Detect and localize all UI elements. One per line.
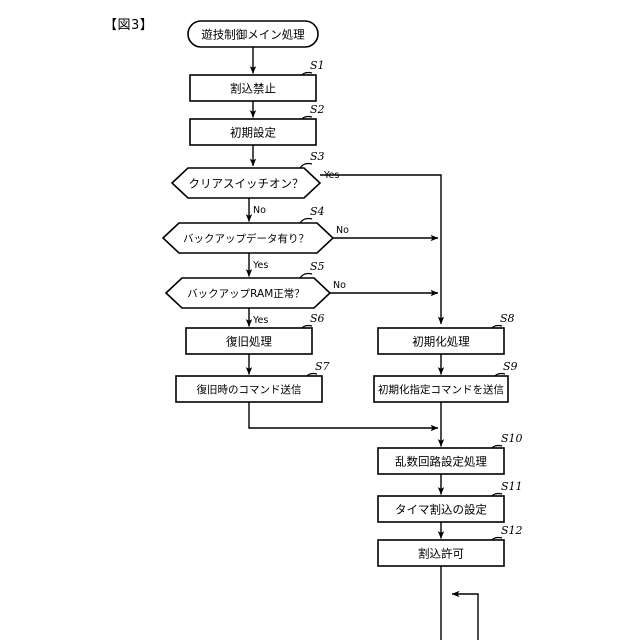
- node-s10[interactable]: 乱数回路設定処理: [377, 447, 505, 475]
- step-label-s10: S10: [501, 432, 523, 445]
- node-s11-label: タイマ割込の設定: [395, 503, 487, 517]
- node-s12-label: 割込許可: [418, 547, 464, 561]
- node-s5[interactable]: バックアップRAM正常？: [164, 277, 332, 309]
- node-s3-label: クリアスイッチオン？: [189, 177, 304, 191]
- node-start[interactable]: 遊技制御メイン処理: [187, 20, 319, 48]
- node-s12[interactable]: 割込許可: [377, 539, 505, 567]
- step-label-s11: S11: [501, 480, 523, 493]
- node-s9-label: 初期化指定コマンドを送信: [378, 383, 504, 396]
- edge-s3-yes-rightcol: [320, 174, 445, 325]
- node-s11[interactable]: タイマ割込の設定: [377, 495, 505, 523]
- node-s8-label: 初期化処理: [412, 335, 470, 349]
- edge-s7-merge: [248, 402, 439, 432]
- figure-title: 【図3】: [104, 18, 154, 33]
- node-s2[interactable]: 初期設定: [189, 118, 317, 146]
- node-s4-label: バックアップデータ有り？: [183, 232, 309, 245]
- node-s4[interactable]: バックアップデータ有り？: [161, 222, 335, 254]
- node-s10-label: 乱数回路設定処理: [395, 455, 487, 469]
- step-label-s3: S3: [310, 150, 325, 163]
- step-label-s2: S2: [310, 103, 325, 116]
- branch-label-s4-yes: Yes: [252, 260, 268, 271]
- node-s6[interactable]: 復旧処理: [185, 327, 313, 355]
- branch-label-s5-no: No: [333, 280, 346, 291]
- step-leaders: [287, 71, 506, 548]
- node-s5-label: バックアップRAM正常？: [187, 287, 305, 300]
- step-label-s9: S9: [503, 360, 518, 373]
- branch-label-s3-no: No: [253, 205, 266, 216]
- step-label-s7: S7: [315, 360, 330, 373]
- connectors: [245, 47, 479, 640]
- node-start-label: 遊技制御メイン処理: [201, 28, 305, 42]
- node-s8[interactable]: 初期化処理: [377, 327, 505, 355]
- branch-label-s4-no: No: [336, 225, 349, 236]
- step-label-s8: S8: [500, 312, 515, 325]
- edge-loop-back: [451, 590, 479, 640]
- node-s7-label: 復旧時のコマンド送信: [197, 383, 302, 396]
- step-label-s12: S12: [501, 524, 523, 537]
- branch-label-s5-yes: Yes: [252, 315, 268, 326]
- node-s3[interactable]: クリアスイッチオン？: [170, 167, 322, 199]
- node-s7[interactable]: 復旧時のコマンド送信: [175, 375, 323, 403]
- node-s6-label: 復旧処理: [226, 335, 272, 349]
- step-label-s5: S5: [310, 260, 325, 273]
- step-label-s6: S6: [310, 312, 325, 325]
- node-s1[interactable]: 割込禁止: [189, 74, 317, 102]
- node-s2-label: 初期設定: [230, 126, 276, 140]
- step-label-s1: S1: [310, 59, 325, 72]
- step-label-s4: S4: [310, 205, 325, 218]
- node-s9[interactable]: 初期化指定コマンドを送信: [373, 375, 509, 403]
- branch-label-s3-yes: Yes: [323, 170, 339, 181]
- node-s1-label: 割込禁止: [230, 82, 276, 96]
